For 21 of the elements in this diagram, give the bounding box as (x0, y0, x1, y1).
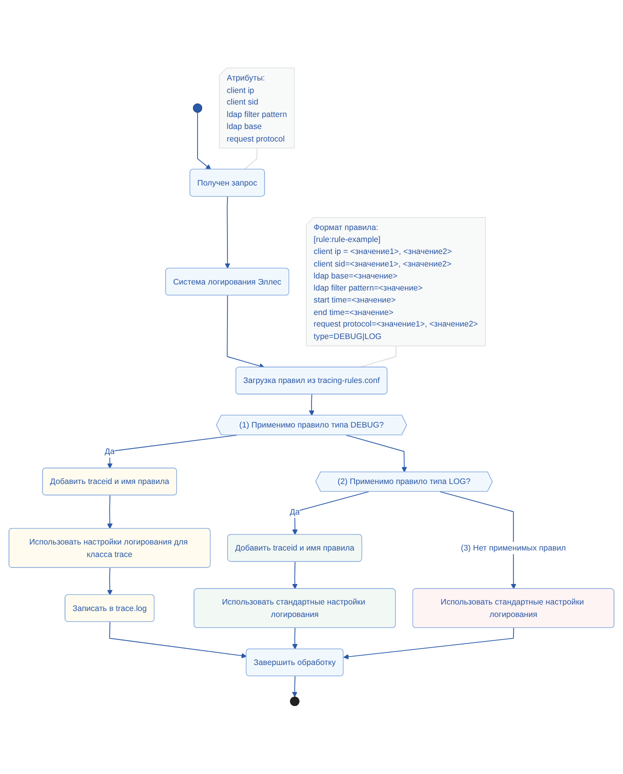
arrow (107, 495, 113, 530)
arrow (292, 676, 298, 698)
arrow (343, 628, 514, 660)
arrow (346, 434, 408, 472)
arrow (439, 491, 516, 590)
arrow (308, 394, 314, 416)
edge-label: (3) Нет применимых правил (460, 543, 566, 553)
connector (244, 148, 258, 170)
arrow (197, 112, 212, 170)
arrow (292, 561, 298, 590)
arrow (109, 622, 247, 659)
node-circle (192, 104, 202, 113)
edge-label: Да (104, 446, 115, 456)
edge-label: Да (290, 507, 300, 516)
arrow (224, 196, 230, 269)
arrow (292, 491, 370, 536)
arrow (107, 434, 238, 469)
arrow (292, 628, 298, 650)
arrow (107, 568, 113, 596)
arrow (226, 295, 265, 369)
connector (358, 346, 396, 368)
